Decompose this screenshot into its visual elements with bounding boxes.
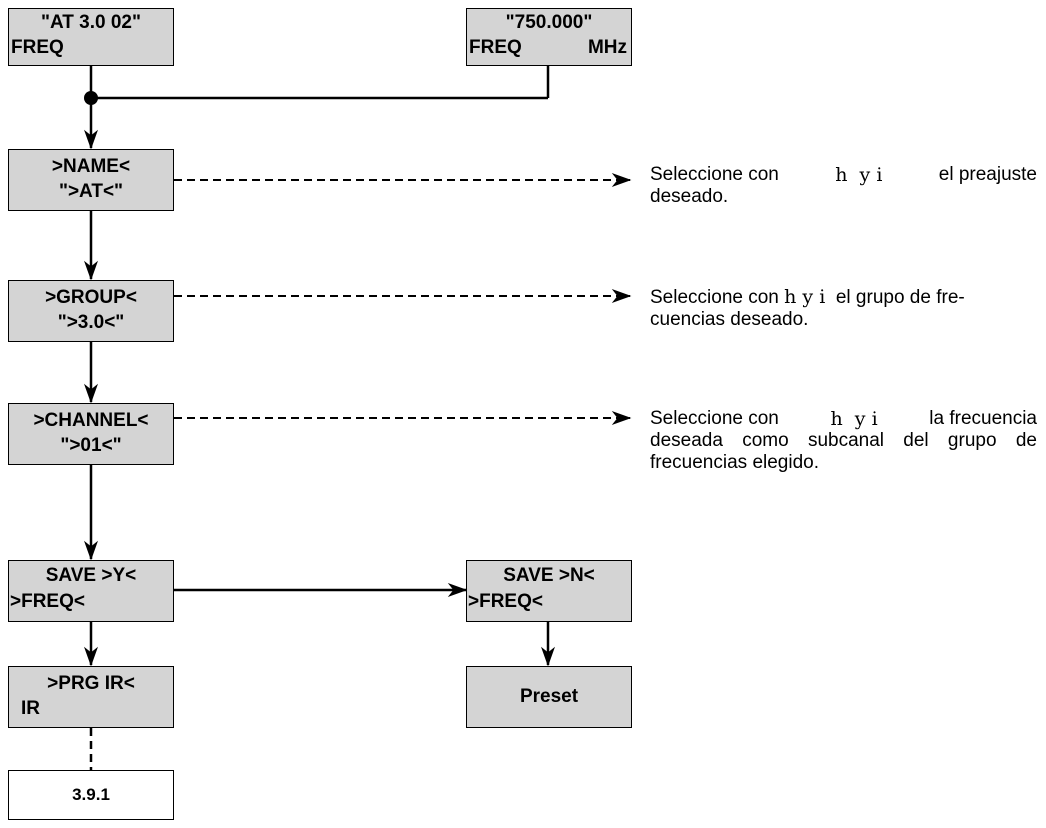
description-word: de <box>1015 430 1037 451</box>
display-line-1: "750.000" <box>505 12 593 33</box>
section-reference-label: 3.9.1 <box>72 785 110 804</box>
description-line-2: deseado. <box>650 186 729 207</box>
description-text: Seleccione con <box>650 164 779 185</box>
arrow-keys-label: h y i <box>784 286 826 308</box>
arrow-keys-label: h y i <box>830 408 878 430</box>
menu-box-name: >NAME< ">AT<" <box>8 149 174 211</box>
description-group: Seleccione con h y i el grupo de fre- cu… <box>650 286 1037 331</box>
description-text: Seleccione con <box>650 287 779 308</box>
menu-box-line-1: >GROUP< <box>45 287 137 308</box>
description-word: subcanal <box>807 430 884 451</box>
description-text: el preajuste <box>938 164 1037 185</box>
description-line-1: Seleccione con h y i el grupo de fre- <box>650 286 1037 309</box>
menu-box-save-yes: SAVE >Y< >FREQ< <box>8 560 174 622</box>
section-reference-box: 3.9.1 <box>8 770 174 820</box>
menu-box-group: >GROUP< ">3.0<" <box>8 280 174 342</box>
menu-box-line-2: IR <box>21 698 40 719</box>
description-word: del <box>903 430 929 451</box>
menu-box-line-2: >FREQ< <box>10 591 85 612</box>
menu-box-line-1: >PRG IR< <box>47 673 135 694</box>
menu-box-line-1: SAVE >Y< <box>45 565 137 586</box>
display-box-mhz-freq: "750.000" FREQ MHz <box>466 8 632 66</box>
menu-box-line-2: ">AT<" <box>58 181 124 202</box>
menu-box-line-1: >CHANNEL< <box>33 410 149 431</box>
arrow-keys-label: h y i <box>835 164 883 186</box>
description-name: Seleccione con h y i el preajuste desead… <box>650 164 1037 208</box>
display-box-at-freq: "AT 3.0 02" FREQ <box>8 8 174 66</box>
menu-box-channel: >CHANNEL< ">01<" <box>8 403 174 465</box>
description-text: la frecuencia <box>929 408 1037 429</box>
description-line-2: cuencias deseado. <box>650 309 809 330</box>
description-word: deseada <box>650 430 723 451</box>
menu-box-line-1: SAVE >N< <box>503 565 595 586</box>
description-channel: Seleccione con h y i la frecuencia desea… <box>650 408 1037 474</box>
description-line-2: deseada como subcanal del grupo de <box>650 430 1037 452</box>
description-line-1: Seleccione con h y i la frecuencia <box>650 408 1037 430</box>
display-line-1: "AT 3.0 02" <box>40 12 142 33</box>
preset-label: Preset <box>519 686 579 707</box>
menu-box-line-2: ">01<" <box>60 435 122 456</box>
description-word: grupo <box>947 430 997 451</box>
description-word: como <box>742 430 789 451</box>
menu-box-prg-ir: >PRG IR< IR <box>8 666 174 728</box>
description-text: el grupo de fre- <box>835 287 965 308</box>
display-line-2: FREQ <box>11 37 64 58</box>
display-line-2-left: FREQ <box>469 37 522 58</box>
junction-dot <box>84 91 98 105</box>
description-line-1: Seleccione con h y i el preajuste <box>650 164 1037 186</box>
description-text: Seleccione con <box>650 408 779 429</box>
display-line-2-right: MHz <box>587 37 627 58</box>
menu-box-line-2: >FREQ< <box>468 591 543 612</box>
menu-box-preset: Preset <box>466 666 632 728</box>
menu-box-line-2: ">3.0<" <box>57 312 125 333</box>
menu-box-save-no: SAVE >N< >FREQ< <box>466 560 632 622</box>
description-line-3: frecuencias elegido. <box>650 452 819 473</box>
menu-box-line-1: >NAME< <box>51 156 131 177</box>
